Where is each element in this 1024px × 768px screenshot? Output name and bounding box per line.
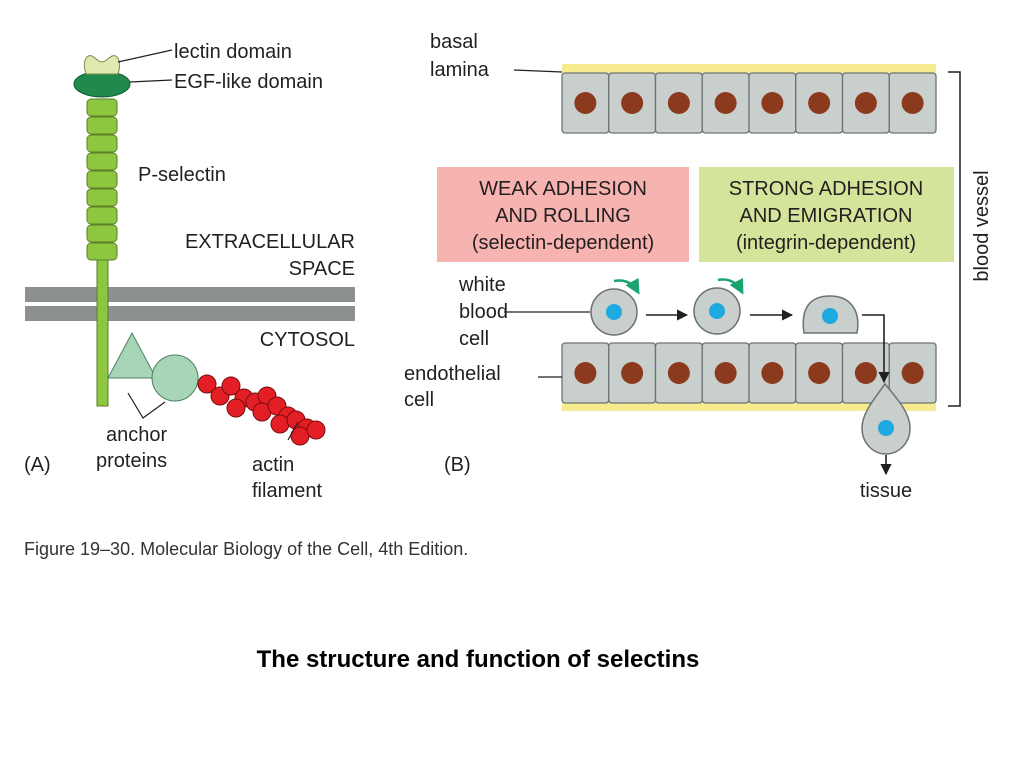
egf-like-domain	[73, 70, 131, 98]
egf-like-domain-label: EGF-like domain	[174, 71, 323, 93]
endothelial-nucleus	[901, 92, 924, 114]
white-blood-cell-rolling-2	[693, 287, 741, 335]
actin-filament-label-line1: actin	[252, 454, 294, 476]
panel-b-label: (B)	[444, 454, 471, 476]
endothelial-nucleus	[667, 362, 690, 384]
weak-adhesion-line2: AND ROLLING	[495, 205, 631, 227]
selectin-repeat-segment	[86, 98, 118, 117]
blood-vessel-bracket	[948, 71, 961, 407]
endothelial-nucleus	[761, 92, 784, 114]
panel-a: lectin domain EGF-like domain P-selectin…	[24, 41, 355, 502]
endothelial-nucleus	[621, 362, 644, 384]
actin-bead	[197, 374, 217, 394]
white-blood-cell-label-line2: blood	[459, 301, 508, 323]
endothelial-nucleus	[808, 362, 831, 384]
white-blood-cell-label-line1: white	[458, 274, 506, 296]
extracellular-label-line2: SPACE	[289, 258, 355, 280]
endothelial-nucleus	[574, 362, 597, 384]
extracellular-label-line1: EXTRACELLULAR	[185, 231, 355, 253]
endothelial-nucleus	[714, 362, 737, 384]
strong-adhesion-line1: STRONG ADHESION	[729, 178, 923, 200]
white-blood-cell-label-line3: cell	[459, 328, 489, 350]
lectin-domain	[83, 55, 121, 75]
weak-adhesion-line1: WEAK ADHESION	[479, 178, 647, 200]
actin-bead	[221, 376, 241, 396]
panel-b-leader-lines	[504, 69, 590, 378]
anchor-protein-circle	[151, 354, 199, 402]
white-blood-cell-emigrating	[861, 382, 911, 455]
endothelial-nucleus	[574, 92, 597, 114]
selectin-repeat-segment	[86, 170, 118, 189]
endothelial-nucleus	[714, 92, 737, 114]
endothelial-nucleus	[854, 362, 877, 384]
tissue-label: tissue	[860, 480, 912, 502]
panel-a-leader-lines	[117, 49, 299, 441]
actin-bead	[270, 414, 290, 434]
blood-vessel-label: blood vessel	[971, 170, 993, 281]
slide-title: The structure and function of selectins	[257, 646, 700, 673]
anchor-proteins-label-line2: proteins	[96, 450, 167, 472]
membrane-outer-layer	[25, 287, 355, 302]
endothelial-nucleus	[901, 362, 924, 384]
selectin-repeat-segment	[86, 206, 118, 225]
endothelial-nucleus	[667, 92, 690, 114]
rolling-arrow-2	[717, 277, 744, 295]
endothelial-cell-label-line1: endothelial	[404, 363, 501, 385]
panel-a-label: (A)	[24, 454, 51, 476]
strong-adhesion-box	[699, 167, 954, 262]
endothelial-cell-label-line2: cell	[404, 389, 434, 411]
selectin-repeat-segment	[86, 224, 118, 243]
selectin-transmembrane-stalk	[96, 257, 109, 407]
endothelial-nucleus	[621, 92, 644, 114]
endothelium-top-row	[561, 72, 937, 134]
actin-filament-label-line2: filament	[252, 480, 322, 502]
selectin-repeat-segments	[86, 98, 118, 261]
selectin-repeat-segment	[86, 242, 118, 261]
weak-adhesion-box	[437, 167, 689, 262]
actin-bead	[306, 420, 326, 440]
actin-filament	[197, 374, 326, 446]
endothelial-nucleus	[854, 92, 877, 114]
cytosol-label: CYTOSOL	[260, 329, 355, 351]
actin-bead	[226, 398, 246, 418]
rolling-arrow-1	[613, 277, 640, 295]
basal-lamina-label-line2: lamina	[430, 59, 490, 81]
selectin-repeat-segment	[86, 152, 118, 171]
endothelial-nucleus	[808, 92, 831, 114]
anchor-proteins-label-line1: anchor	[106, 424, 167, 446]
selectin-repeat-segment	[86, 188, 118, 207]
white-blood-cell-rolling-1	[590, 288, 638, 336]
p-selectin-label: P-selectin	[138, 164, 226, 186]
anchor-protein-triangle	[107, 331, 157, 379]
endothelium-bottom-row	[561, 342, 937, 404]
figure-caption: Figure 19–30. Molecular Biology of the C…	[24, 539, 468, 559]
basal-lamina-label-line1: basal	[430, 31, 478, 53]
panel-b: WEAK ADHESION AND ROLLING (selectin-depe…	[404, 31, 993, 502]
selectin-repeat-segment	[86, 116, 118, 135]
weak-adhesion-line3: (selectin-dependent)	[472, 232, 654, 254]
basal-lamina-top	[562, 64, 936, 73]
endothelial-nucleus	[761, 362, 784, 384]
selectin-repeat-segment	[86, 134, 118, 153]
strong-adhesion-line3: (integrin-dependent)	[736, 232, 916, 254]
membrane-inner-layer	[25, 306, 355, 321]
lectin-domain-label: lectin domain	[174, 41, 292, 63]
basal-lamina-bottom	[562, 402, 936, 411]
white-blood-cell-adhered	[802, 295, 859, 334]
movement-arrows	[646, 309, 892, 476]
strong-adhesion-line2: AND EMIGRATION	[740, 205, 913, 227]
